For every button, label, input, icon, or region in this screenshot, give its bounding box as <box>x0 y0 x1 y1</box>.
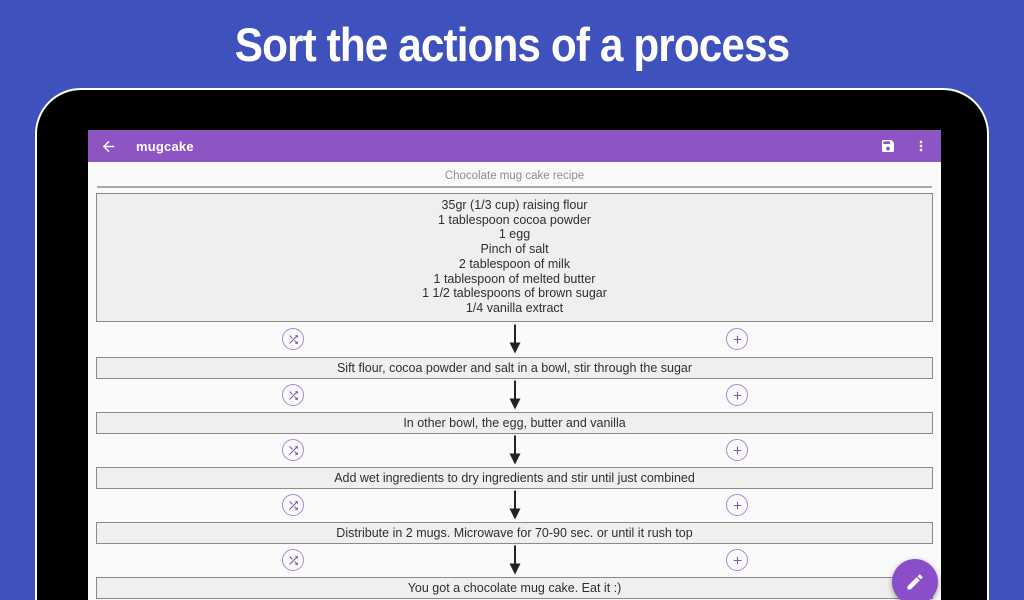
save-icon[interactable] <box>880 138 896 154</box>
step-box[interactable]: In other bowl, the egg, butter and vanil… <box>96 411 933 434</box>
app-toolbar: mugcake <box>88 130 941 162</box>
plus-icon[interactable] <box>726 328 748 351</box>
step-connector <box>88 489 941 522</box>
edit-fab[interactable] <box>892 559 938 600</box>
ingredient-line: 1/4 vanilla extract <box>465 300 564 315</box>
shuffle-icon[interactable] <box>282 494 304 517</box>
banner: Sort the actions of a process <box>0 0 1024 88</box>
step-text: In other bowl, the egg, butter and vanil… <box>403 415 626 430</box>
steps-list: Sift flour, cocoa powder and salt in a b… <box>88 322 941 599</box>
plus-icon[interactable] <box>726 439 748 462</box>
step-connector <box>88 322 941 357</box>
shuffle-icon[interactable] <box>282 439 304 462</box>
arrow-down-icon <box>508 380 521 410</box>
step-text: Distribute in 2 mugs. Microwave for 70-9… <box>336 525 693 540</box>
plus-icon[interactable] <box>726 384 748 407</box>
shuffle-icon[interactable] <box>282 549 304 572</box>
shuffle-icon[interactable] <box>282 328 304 351</box>
step-text: You got a chocolate mug cake. Eat it :) <box>407 580 622 595</box>
plus-icon[interactable] <box>726 549 748 572</box>
ingredient-line: 2 tablespoon of milk <box>458 256 571 271</box>
banner-title: Sort the actions of a process <box>234 17 790 71</box>
overflow-menu-icon[interactable] <box>913 138 929 154</box>
step-box[interactable]: Sift flour, cocoa powder and salt in a b… <box>96 356 933 379</box>
toolbar-title: mugcake <box>136 138 194 154</box>
step-connector <box>88 379 941 412</box>
ingredient-line: 35gr (1/3 cup) raising flour <box>441 198 588 212</box>
step-box[interactable]: You got a chocolate mug cake. Eat it :) <box>96 576 933 599</box>
title-underline <box>97 186 932 188</box>
ingredient-line: 1 tablespoon cocoa powder <box>438 212 591 227</box>
step-text: Sift flour, cocoa powder and salt in a b… <box>336 360 693 375</box>
shuffle-icon[interactable] <box>282 384 304 407</box>
tablet-frame: mugcake Chocolate mug cake recipe 35gr (… <box>35 88 989 600</box>
ingredient-line: 1 egg <box>498 227 531 242</box>
step-connector <box>88 434 941 467</box>
process-title: Chocolate mug cake recipe <box>444 170 585 182</box>
back-icon[interactable] <box>100 138 117 155</box>
step-connector <box>88 544 941 577</box>
step-box[interactable]: Distribute in 2 mugs. Microwave for 70-9… <box>96 521 933 544</box>
ingredient-line: Pinch of salt <box>480 242 549 257</box>
plus-icon[interactable] <box>726 494 748 517</box>
step-text: Add wet ingredients to dry ingredients a… <box>334 470 695 485</box>
step-box[interactable]: Add wet ingredients to dry ingredients a… <box>96 466 933 489</box>
app-screen: mugcake Chocolate mug cake recipe 35gr (… <box>88 130 941 600</box>
arrow-down-icon <box>508 545 521 575</box>
ingredient-line: 1 tablespoon of melted butter <box>433 271 596 286</box>
arrow-down-icon <box>508 490 521 520</box>
arrow-down-icon <box>508 324 521 354</box>
ingredient-line: 1 1/2 tablespoons of brown sugar <box>422 286 607 301</box>
arrow-down-icon <box>508 435 521 465</box>
